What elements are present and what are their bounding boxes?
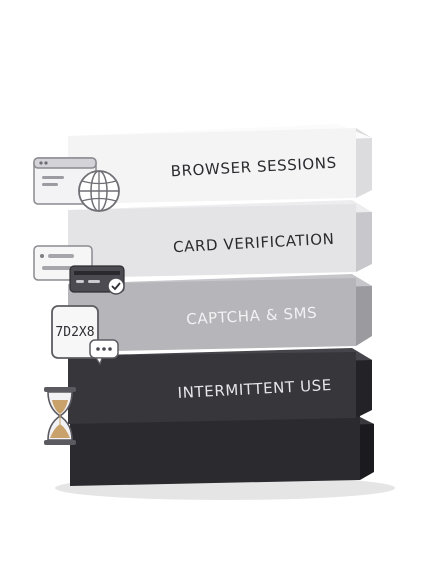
layer-2-front — [68, 204, 356, 278]
hourglass-icon — [44, 387, 76, 445]
credit-card-check-icon — [33, 245, 125, 295]
layer-3-side — [356, 278, 372, 346]
layer-intermittent-use: INTERMITTENT USE — [68, 348, 372, 424]
layer-3-front — [68, 278, 356, 352]
browser-globe-icon — [33, 157, 120, 212]
layer-2-side — [356, 204, 372, 272]
layer-base-front — [70, 414, 360, 486]
layer-captcha-sms: CAPTCHA & SMS — [68, 274, 372, 352]
layer-4-side — [356, 352, 372, 418]
layer-card-verification: CARD VERIFICATION — [68, 200, 372, 278]
layer-1-front — [68, 128, 356, 204]
layer-base — [70, 412, 374, 486]
layer-browser-sessions: BROWSER SESSIONS — [68, 124, 372, 204]
captcha-code-text: 7D2X8 — [55, 325, 94, 340]
layer-base-side — [360, 418, 374, 480]
layer-4-front — [68, 352, 356, 424]
layer-1-side — [356, 128, 372, 198]
captcha-chat-icon: 7D2X8 — [51, 305, 119, 366]
